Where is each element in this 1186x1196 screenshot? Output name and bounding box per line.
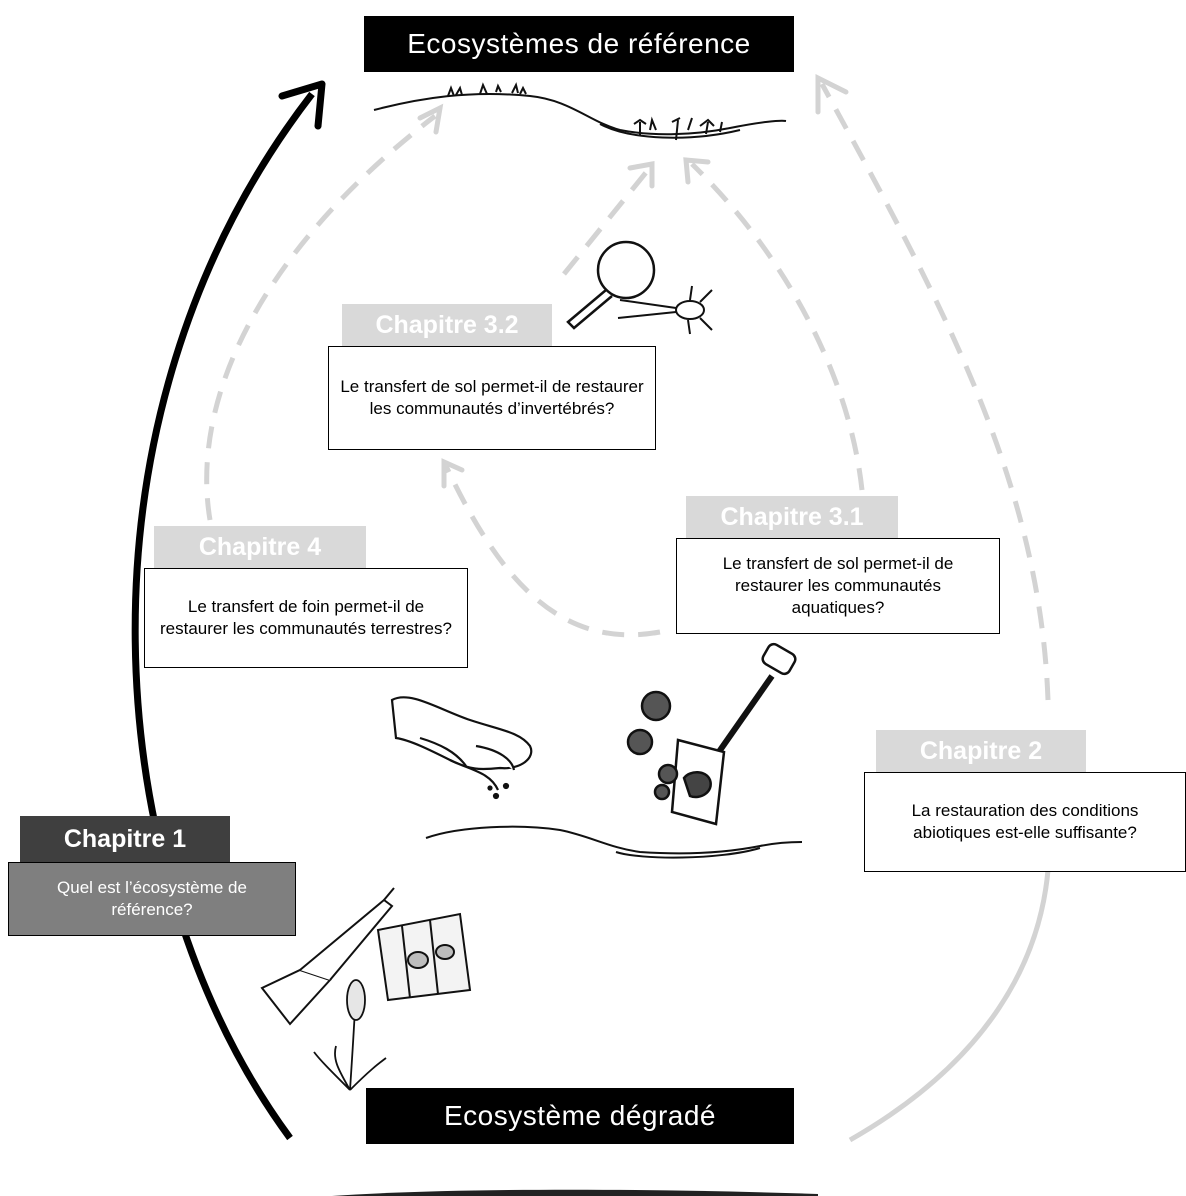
reference-landscape-icon: [373, 82, 787, 141]
chapter-3-2-header: Chapitre 3.2: [342, 304, 552, 346]
chapter-3-1-question: Le transfert de sol permet-il de restaur…: [676, 538, 1000, 634]
chapter-2-header: Chapitre 2: [876, 730, 1086, 772]
bottom-ground-stroke: [332, 1189, 818, 1196]
chapter-3-2-question: Le transfert de sol permet-il de restaur…: [328, 346, 656, 450]
shovel-soil-icon: [626, 642, 797, 826]
chapter-4-header: Chapitre 4: [154, 526, 366, 568]
degraded-landscape-icon: [425, 825, 803, 859]
main-arrow-chapter1: [131, 80, 326, 1141]
hand-sowing-icon: [390, 696, 533, 800]
arrow-chapter3-2: [562, 161, 655, 276]
rifle-icon: [260, 887, 395, 1026]
arrow-chapter4: [204, 103, 444, 521]
arrow-chapter2: [815, 73, 1051, 1143]
chapter-3-1-header: Chapitre 3.1: [686, 496, 898, 538]
chapter-4-question: Le transfert de foin permet-il de restau…: [144, 568, 468, 668]
orchid-plant-icon: [313, 979, 387, 1091]
chapter-1-question: Quel est l’écosystème de référence?: [8, 862, 296, 936]
degraded-ecosystem-title: Ecosystème dégradé: [366, 1088, 794, 1144]
arrow-chapter3-1: [441, 157, 865, 638]
reference-ecosystem-title: Ecosystèmes de référence: [364, 16, 794, 72]
aquatic-insect-icon: [617, 285, 713, 335]
chapter-2-question: La restauration des conditions abiotique…: [864, 772, 1186, 872]
chapter-1-header: Chapitre 1: [20, 816, 230, 862]
map-icon: [376, 912, 472, 1002]
magnifier-icon: [566, 240, 656, 330]
